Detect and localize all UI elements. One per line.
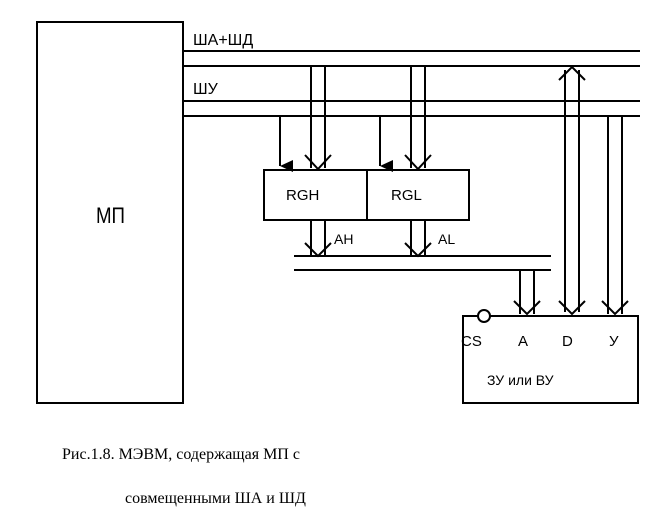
d-label: D xyxy=(562,333,573,350)
al-label: AL xyxy=(438,231,455,247)
al-output-arrowhead xyxy=(404,242,432,258)
bus-addr-data-label: ША+ШД xyxy=(193,32,253,49)
ah-label: AH xyxy=(334,231,353,247)
y-label: У xyxy=(609,333,619,350)
data-arrowhead-top xyxy=(558,65,586,81)
cs-label: CS xyxy=(461,333,482,350)
mp-label: МП xyxy=(96,205,125,229)
rgh-input-arrowhead xyxy=(304,154,332,171)
rgl-input-arrowhead xyxy=(404,154,432,171)
caption-line-2: совмещенными ША и ШД xyxy=(125,490,306,507)
ah-output-arrowhead xyxy=(304,242,332,258)
ctrl-to-y-arrowhead xyxy=(601,300,629,316)
rgl-label: RGL xyxy=(391,187,422,204)
bus-control-label: ШУ xyxy=(193,81,219,98)
mp-block xyxy=(36,21,184,404)
rgh-label: RGH xyxy=(286,187,319,204)
cs-inversion-circle xyxy=(477,309,491,323)
device-block xyxy=(462,315,639,404)
a-label: A xyxy=(518,333,528,350)
data-arrowhead-bottom xyxy=(558,300,586,316)
addr-to-a-arrowhead xyxy=(513,300,541,316)
device-name-label: ЗУ или ВУ xyxy=(487,372,554,388)
caption-line-1: Рис.1.8. МЭВМ, содержащая МП с xyxy=(62,446,300,463)
